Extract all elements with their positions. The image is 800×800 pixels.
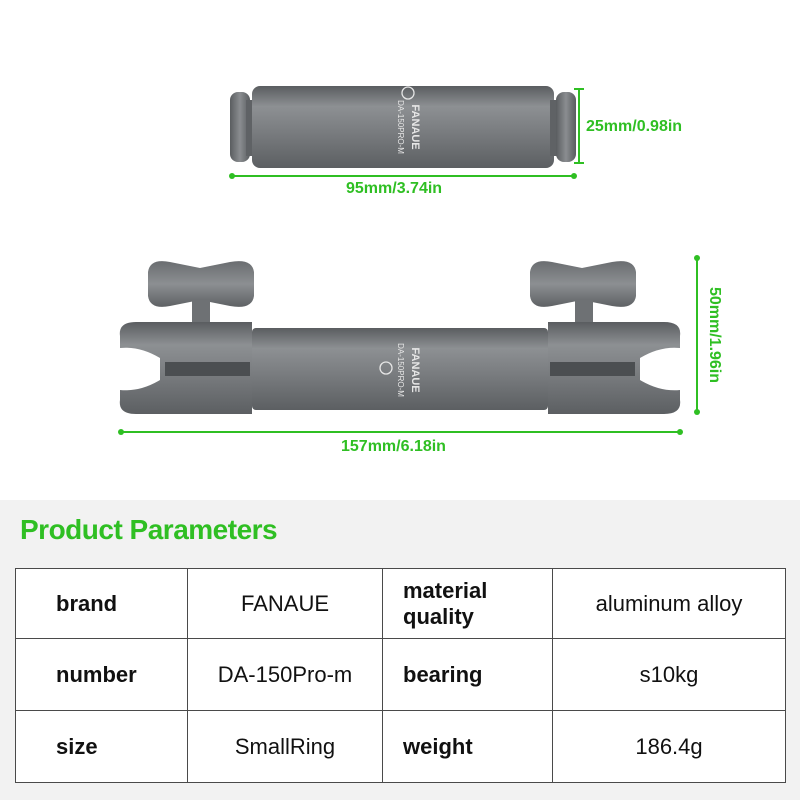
param-value: SmallRing	[187, 710, 383, 783]
product-image-area: FANAUE DA-150PRO-M	[118, 86, 723, 455]
short-length-label: 95mm/3.74in	[346, 180, 443, 197]
param-key: weight	[382, 710, 553, 783]
long-brand-text: FANAUE	[409, 347, 421, 392]
param-value: FANAUE	[187, 568, 383, 639]
short-height-label: 25mm/0.98in	[586, 118, 683, 135]
product-illustration: FANAUE DA-150PRO-M	[118, 86, 723, 435]
long-length-dim	[118, 429, 683, 435]
short-rod-body	[252, 86, 554, 168]
short-model-text: DA-150PRO-M	[396, 100, 405, 154]
table-row: size SmallRing weight 186.4g	[15, 710, 786, 783]
param-key: material quality	[382, 568, 553, 639]
param-value: DA-150Pro-m	[187, 638, 383, 711]
param-key: number	[15, 638, 188, 711]
long-height-dim	[694, 255, 700, 415]
params-title: Product Parameters	[20, 514, 278, 545]
left-thumb-knob	[148, 261, 254, 307]
param-value: s10kg	[552, 638, 786, 711]
param-key: size	[15, 710, 188, 783]
param-key: brand	[15, 568, 188, 639]
param-value: aluminum alloy	[552, 568, 786, 639]
brand-logo-icon	[401, 86, 415, 100]
params-table: brand FANAUE material quality aluminum a…	[15, 568, 786, 783]
product-parameters-section: Product Parameters brand FANAUE material…	[0, 500, 800, 800]
long-rod-marking: FANAUE DA-150PRO-M	[396, 343, 421, 397]
long-extension-arm: FANAUE DA-150PRO-M	[119, 261, 681, 414]
short-extension-rod: FANAUE DA-150PRO-M	[230, 86, 576, 168]
long-height-label: 50mm/1.96in	[706, 287, 723, 383]
brand-logo-icon	[379, 361, 393, 375]
param-value: 186.4g	[552, 710, 786, 783]
short-brand-text: FANAUE	[409, 104, 421, 149]
left-ball-cap	[230, 92, 250, 162]
right-thumb-knob	[530, 261, 636, 307]
table-row: brand FANAUE material quality aluminum a…	[15, 568, 786, 639]
long-rod-body	[252, 328, 548, 410]
short-rod-marking: FANAUE DA-150PRO-M	[396, 100, 421, 154]
long-model-text: DA-150PRO-M	[396, 343, 405, 397]
short-length-dim	[229, 173, 577, 179]
param-key: bearing	[382, 638, 553, 711]
short-height-dim	[574, 88, 584, 164]
right-ball-cap	[556, 92, 576, 162]
table-row: number DA-150Pro-m bearing s10kg	[15, 638, 786, 711]
long-length-label: 157mm/6.18in	[341, 438, 446, 455]
